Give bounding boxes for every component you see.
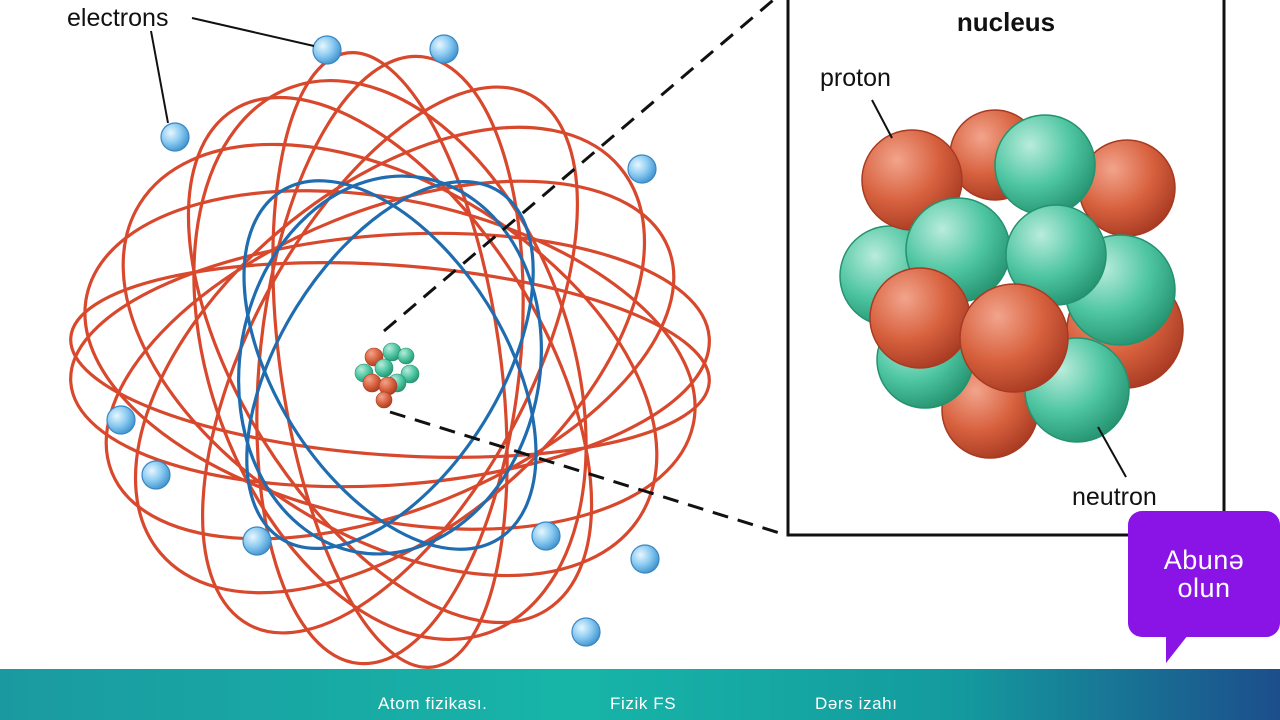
footer-channel: Fizik FS (610, 694, 677, 713)
outer-electron-orbits (69, 51, 711, 669)
footer-bar: Atom fizikası. Fizik FS Dərs izahı (0, 669, 1280, 720)
electron (429, 34, 459, 64)
nucleus-title: nucleus (957, 7, 1055, 37)
atom-diagram: electrons nucleus (67, 0, 1226, 669)
footer-topic: Atom fizikası. (378, 694, 488, 713)
electron (531, 521, 561, 551)
electrons-callout: electrons (67, 4, 315, 124)
electron (630, 544, 660, 574)
electrons (106, 34, 660, 647)
nucleus-panel: nucleus proton neutron (786, 0, 1226, 537)
proton-label: proton (820, 64, 891, 92)
zoom-lines (383, 0, 787, 537)
inner-electron-orbits (237, 174, 543, 556)
neutron-label: neutron (1072, 483, 1157, 511)
electron (160, 122, 190, 152)
small-nucleus (354, 342, 420, 409)
electron (571, 617, 601, 647)
electron (141, 460, 171, 490)
subscribe-line-2: olun (1177, 573, 1231, 603)
electron (242, 526, 272, 556)
large-nucleus (839, 109, 1184, 459)
neutron-leader (1097, 426, 1127, 478)
electron (627, 154, 657, 184)
subscribe-bubble-tail (1166, 635, 1188, 663)
subscribe-button[interactable]: Abunə olun (1128, 511, 1280, 663)
proton-leader (871, 99, 893, 139)
subscribe-line-1: Abunə (1163, 545, 1245, 575)
electron (106, 405, 136, 435)
subscribe-bubble-box[interactable]: Abunə olun (1128, 511, 1280, 637)
footer-lesson: Dərs izahı (815, 694, 898, 713)
electron (312, 35, 342, 65)
electrons-label: electrons (67, 4, 168, 32)
